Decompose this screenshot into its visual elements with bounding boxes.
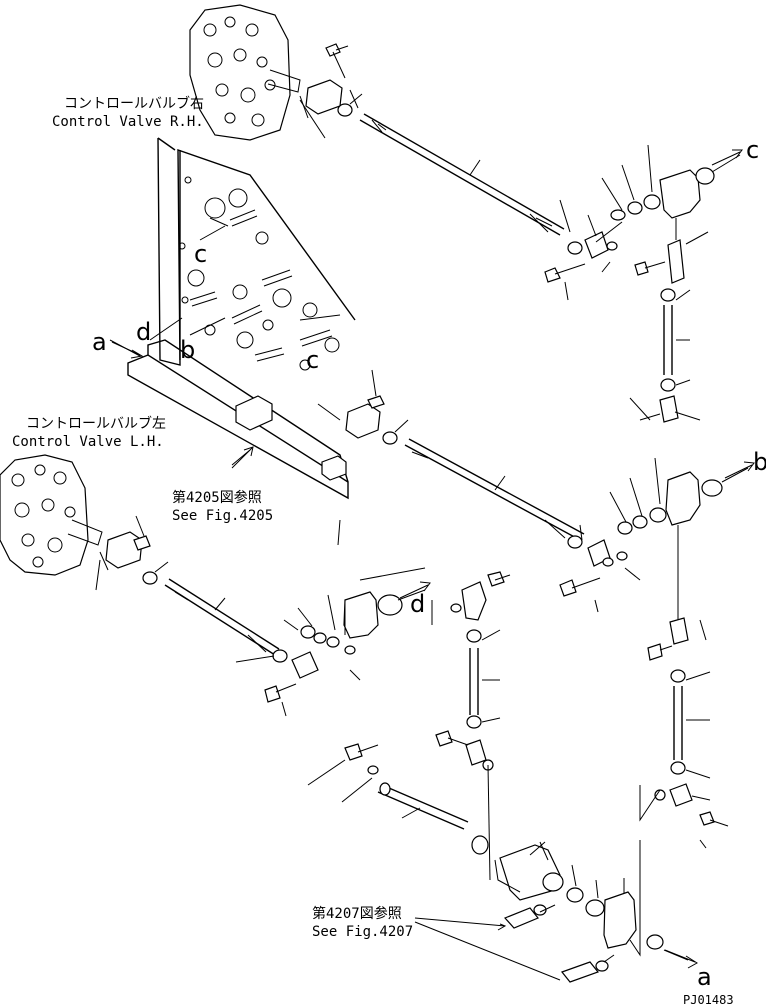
callout-c-lower: c — [306, 346, 319, 374]
callout-b-right: b — [753, 448, 766, 476]
control-valve-rh — [189, 4, 301, 141]
callout-a-left: a — [92, 328, 107, 356]
arrow-b-right — [724, 461, 755, 479]
label-control-valve-rh-jp: コントロールバルブ右 — [64, 95, 204, 112]
rod-rh — [359, 113, 565, 236]
vertical-rod-upper — [639, 288, 701, 423]
rod-end-upper — [544, 221, 623, 283]
clevis-lh — [95, 531, 143, 591]
clevis-rh — [299, 79, 343, 139]
bolt-rh-top — [325, 43, 349, 79]
callout-d-left: d — [136, 318, 151, 346]
rod-mid — [404, 438, 585, 541]
label-control-valve-rh-en: Control Valve R.H. — [52, 114, 204, 130]
right-middle-lever — [617, 467, 749, 630]
rod-ends-lower — [503, 904, 615, 983]
bracket-bolts — [189, 209, 333, 362]
label-control-valve-lh-en: Control Valve L.H. — [12, 434, 164, 450]
fig4207-leaders — [414, 917, 561, 981]
arrow-c-right — [711, 149, 743, 166]
control-valve-lh — [0, 454, 103, 576]
callout-c-upper: c — [194, 240, 207, 268]
callout-a-bottom: a — [697, 963, 712, 991]
label-fig4205-jp: 第4205図参照 — [172, 489, 262, 506]
arrow-a-bottom — [664, 949, 698, 969]
callout-b-left: b — [180, 336, 195, 364]
nut-lh — [142, 561, 169, 585]
drawing-number: PJ01483 — [683, 993, 734, 1007]
callout-c-right: c — [746, 136, 759, 164]
clevis-mid — [317, 369, 409, 445]
vertical-rod-lower — [639, 617, 729, 827]
right-upper-lever — [610, 154, 741, 284]
rod-end-middle — [559, 535, 628, 597]
callout-d-center: d — [410, 590, 425, 618]
arrow-a-left — [111, 341, 144, 359]
rod-lh — [164, 578, 280, 656]
bracket-plate — [157, 137, 356, 371]
bolt-upper-right — [634, 261, 666, 276]
center-lever-assembly — [264, 567, 426, 703]
part-leaders — [235, 89, 707, 899]
arrow-d-center — [399, 581, 431, 599]
label-control-valve-lh-jp: コントロールバルブ左 — [26, 415, 166, 432]
label-fig4207-jp: 第4207図参照 — [312, 905, 402, 922]
base-frame — [127, 314, 349, 500]
nut-rh — [337, 93, 363, 117]
bolt-lh-top — [133, 515, 151, 551]
lower-lever — [487, 764, 689, 961]
lower-shaft — [344, 743, 489, 855]
label-fig4205-en: See Fig.4205 — [172, 508, 273, 524]
rod-end-center — [431, 571, 511, 771]
label-fig4207-en: See Fig.4207 — [312, 924, 413, 940]
arrow-fig4205 — [231, 446, 254, 469]
